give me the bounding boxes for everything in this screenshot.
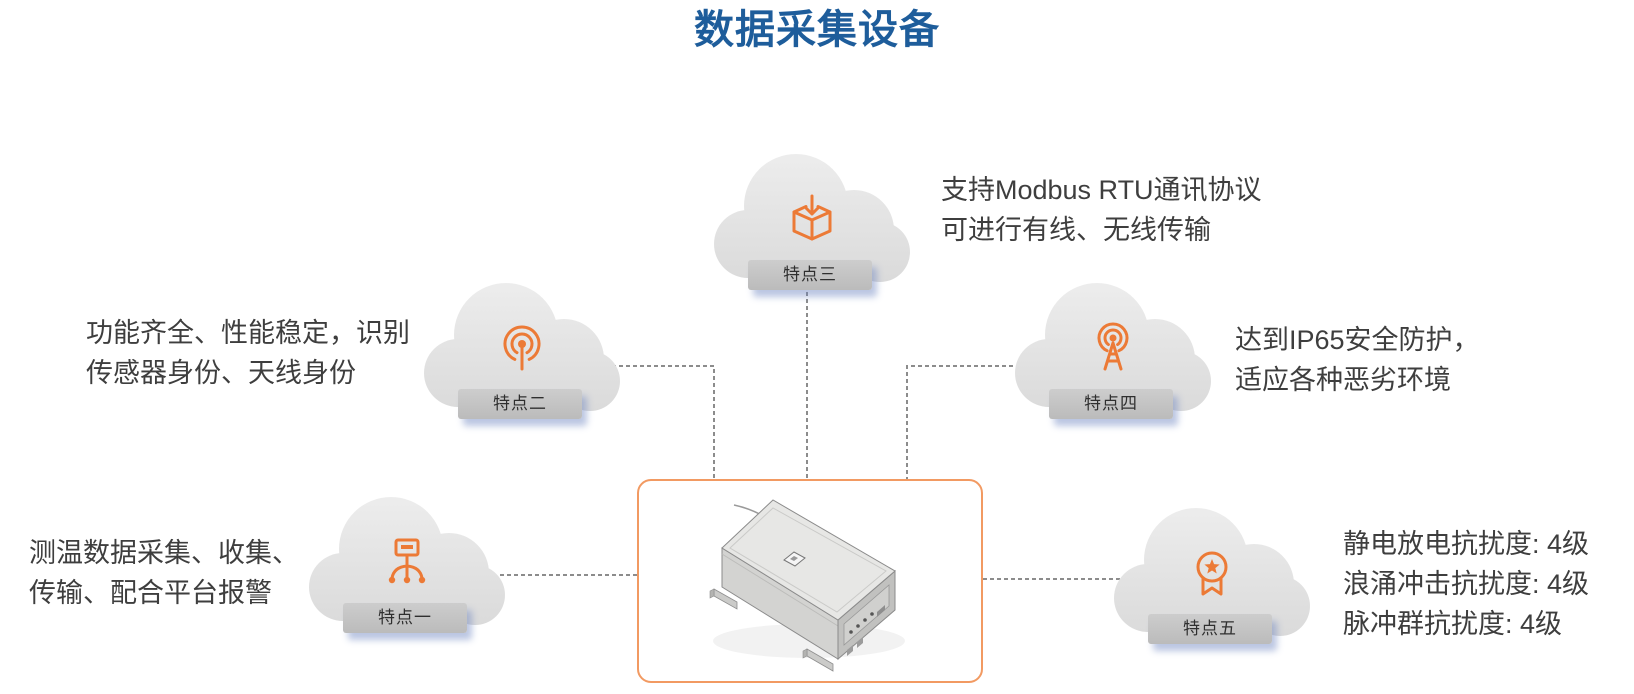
data-collector-device-image [709, 499, 905, 672]
feature-5-label: 特点五 [1148, 614, 1272, 644]
feature-1-cloud: 特点一 [307, 495, 507, 637]
award-medal-icon [1196, 551, 1228, 596]
feature-2-label: 特点二 [458, 389, 582, 419]
network-node-icon [388, 538, 426, 584]
box-download-icon [792, 194, 832, 241]
signal-broadcast-icon [503, 325, 541, 371]
feature-5-description-line: 浪涌冲击抗扰度: 4级 [1343, 569, 1590, 599]
feature-3-label: 特点三 [748, 260, 872, 290]
connector-line-feature-2 [612, 365, 715, 479]
feature-1-description: 测温数据采集、收集、 传输、配合平台报警 [29, 533, 299, 613]
device-frame [637, 479, 983, 683]
feature-3-description: 支持Modbus RTU通讯协议 可进行有线、无线传输 [941, 170, 1262, 250]
feature-4-description-line: 达到IP65安全防护， [1235, 325, 1480, 355]
feature-2-description: 功能齐全、性能稳定，识别 传感器身份、天线身份 [86, 313, 410, 393]
feature-1-description-line: 测温数据采集、收集、 [29, 538, 299, 568]
feature-2-description-line: 传感器身份、天线身份 [86, 358, 356, 388]
page-title: 数据采集设备 [694, 8, 940, 52]
feature-5-description-line: 脉冲群抗扰度: 4级 [1343, 609, 1563, 639]
feature-2-description-line: 功能齐全、性能稳定，识别 [86, 318, 410, 348]
antenna-tower-icon [1097, 322, 1129, 371]
feature-3-description-line: 支持Modbus RTU通讯协议 [941, 175, 1262, 205]
feature-1-label: 特点一 [343, 603, 467, 633]
feature-4-description: 达到IP65安全防护， 适应各种恶劣环境 [1235, 320, 1480, 400]
feature-5-description: 静电放电抗扰度: 4级 浪涌冲击抗扰度: 4级 脉冲群抗扰度: 4级 [1343, 524, 1589, 644]
connector-line-feature-4 [906, 365, 1020, 479]
feature-1-description-line: 传输、配合平台报警 [29, 578, 272, 608]
feature-2-cloud: 特点二 [422, 281, 622, 423]
feature-5-description-line: 静电放电抗扰度: 4级 [1343, 529, 1590, 559]
feature-3-description-line: 可进行有线、无线传输 [941, 215, 1211, 245]
feature-5-cloud: 特点五 [1112, 506, 1312, 648]
feature-4-cloud: 特点四 [1013, 281, 1213, 423]
feature-3-cloud: 特点三 [712, 152, 912, 294]
feature-4-label: 特点四 [1049, 389, 1173, 419]
feature-4-description-line: 适应各种恶劣环境 [1235, 365, 1451, 395]
